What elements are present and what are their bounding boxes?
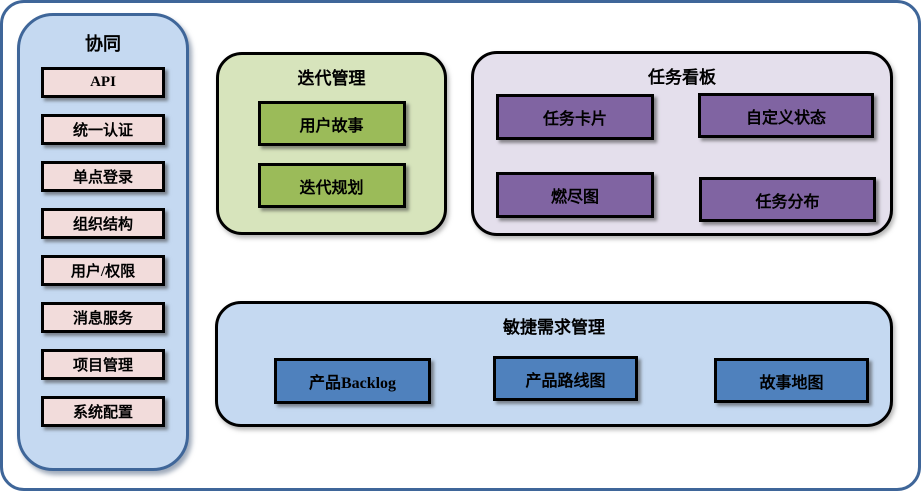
node-task-card: 任务卡片 xyxy=(496,94,654,140)
task-board-title: 任务看板 xyxy=(648,68,716,87)
node-user-story: 用户故事 xyxy=(257,101,406,146)
node-story-map: 故事地图 xyxy=(714,358,869,403)
node-org-structure: 组织结构 xyxy=(41,208,165,239)
agile-requirements-title: 敏捷需求管理 xyxy=(503,318,605,337)
node-custom-status: 自定义状态 xyxy=(698,93,874,138)
node-burndown-chart: 燃尽图 xyxy=(496,172,654,218)
collaboration-group: 协同 API 统一认证 单点登录 组织结构 用户/权限 消息服务 项目管理 系统… xyxy=(17,13,189,471)
node-unified-auth: 统一认证 xyxy=(41,114,165,145)
node-task-distribution: 任务分布 xyxy=(699,177,876,222)
node-system-config: 系统配置 xyxy=(41,396,165,427)
iteration-management-title: 迭代管理 xyxy=(297,69,366,88)
node-iteration-planning: 迭代规划 xyxy=(257,163,406,208)
node-product-backlog: 产品Backlog xyxy=(274,358,431,404)
collaboration-group-title: 协同 xyxy=(85,34,121,54)
node-user-permissions: 用户/权限 xyxy=(41,255,165,286)
node-product-roadmap: 产品路线图 xyxy=(493,356,638,401)
collaboration-node-list: API 统一认证 单点登录 组织结构 用户/权限 消息服务 项目管理 系统配置 xyxy=(20,67,186,427)
iteration-management-group: 迭代管理 用户故事 迭代规划 xyxy=(216,52,447,235)
iteration-node-list: 用户故事 迭代规划 xyxy=(219,101,444,208)
agile-requirements-group: 敏捷需求管理 产品Backlog 产品路线图 故事地图 xyxy=(215,301,893,427)
task-board-group: 任务看板 任务卡片 自定义状态 燃尽图 任务分布 xyxy=(471,51,893,236)
node-project-management: 项目管理 xyxy=(41,349,165,380)
node-api: API xyxy=(41,67,165,98)
node-message-service: 消息服务 xyxy=(41,302,165,333)
node-sso: 单点登录 xyxy=(41,161,165,192)
